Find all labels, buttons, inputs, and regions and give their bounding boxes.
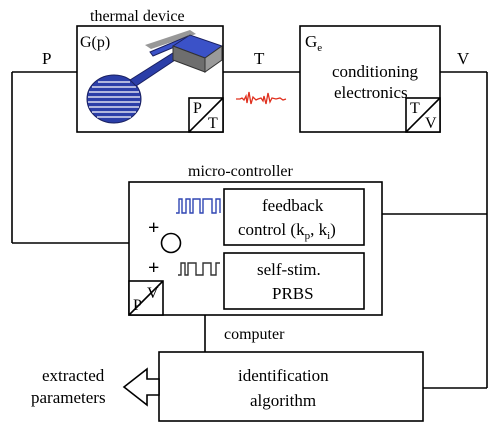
thermal-sensor-illustration (86, 30, 224, 124)
identification-box (158, 351, 424, 422)
converter-t-v: T V (405, 97, 441, 133)
plus-top-sign: + (148, 217, 159, 239)
feedback-line1: feedback (262, 196, 324, 215)
extracted-line1: extracted (42, 366, 105, 385)
substrate-shadow (145, 30, 196, 49)
conditioning-block: Ge conditioning electronics T V (299, 25, 441, 133)
converter-t-v-num: T (410, 100, 420, 117)
converter-p-t: P T (188, 97, 224, 133)
converter-p-v-den: V (147, 285, 159, 302)
self-stim-line1: self-stim. (257, 260, 321, 279)
prbs-signal-waveform (178, 262, 220, 276)
signal-p-label: P (42, 49, 51, 68)
thermal-device-block: thermal device G(p) (76, 8, 224, 133)
output-arrow (122, 367, 160, 407)
signal-v-label: V (457, 49, 470, 68)
conditioning-line2: electronics (334, 83, 408, 102)
converter-p-v: P V (128, 280, 164, 316)
g-of-p-label: G(p) (80, 34, 110, 51)
g-e-label: Ge (305, 32, 322, 54)
converter-p-t-num: P (193, 100, 202, 117)
signal-t-label: T (254, 49, 265, 68)
feedback-line2: control (kp, ki) (238, 220, 336, 242)
thermal-device-title: thermal device (90, 8, 185, 25)
converter-t-v-den: V (425, 115, 437, 132)
control-signal-waveform (176, 198, 221, 214)
conditioning-line1: conditioning (332, 62, 418, 81)
summing-junction (160, 232, 182, 254)
micro-controller-title: micro-controller (188, 163, 294, 180)
substrate-side (204, 45, 223, 73)
extracted-line2: parameters (31, 388, 106, 407)
converter-p-t-den: T (208, 115, 218, 132)
micro-controller-block: micro-controller feedback control (kp, k… (128, 163, 383, 316)
converter-p-v-num: P (133, 297, 142, 314)
plus-bottom-sign: + (148, 257, 159, 279)
self-stim-box (223, 252, 365, 310)
identification-line1: identification (238, 366, 329, 385)
self-stim-line2: PRBS (272, 284, 314, 303)
computer-label: computer (224, 326, 285, 343)
computer-block: computer identification algorithm (158, 326, 424, 422)
identification-line2: algorithm (250, 391, 316, 410)
feedback-control-box (223, 188, 365, 246)
temperature-signal-waveform (236, 91, 287, 105)
